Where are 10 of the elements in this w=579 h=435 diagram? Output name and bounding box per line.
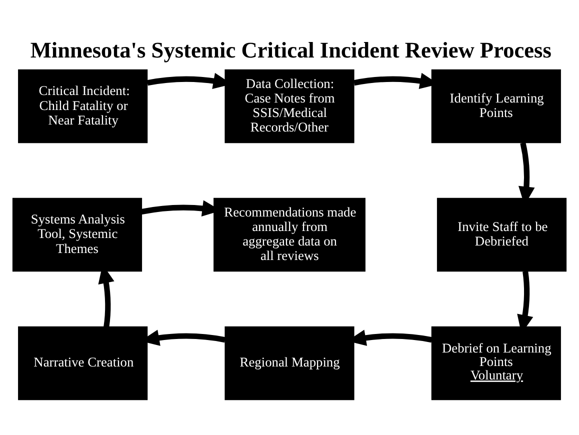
node-box: Systems Analysis Tool, Systemic Themes: [12, 197, 142, 272]
node-box: Debrief on Learning Points Voluntary: [431, 326, 561, 400]
node-box: Identify Learning Points: [431, 68, 561, 143]
node-box: Regional Mapping: [224, 326, 354, 400]
node-box: Narrative Creation: [18, 326, 148, 400]
node-box: Data Collection: Case Notes from SSIS/Medical Records/Other: [224, 68, 354, 143]
node-box: Recommendations made annually from aggregate data on all reviews: [214, 197, 366, 272]
node-box: Invite Staff to be Debriefed: [436, 197, 567, 272]
diagram-title: Minnesota's Systemic Critical Incident Review Process: [30, 37, 552, 62]
node-box: Critical Incident: Child Fatality or Near Fatality: [18, 68, 148, 143]
